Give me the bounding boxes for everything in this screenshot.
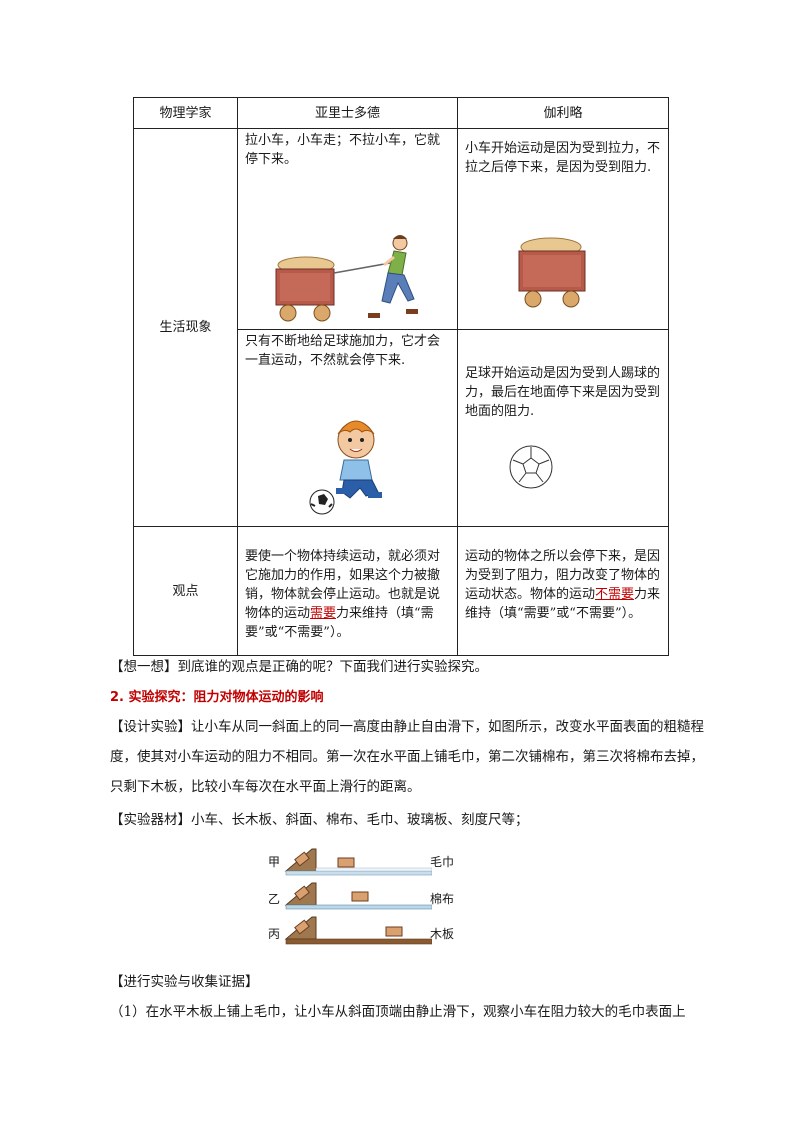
cart-illustration <box>518 237 586 308</box>
figure-label-jia: 甲 <box>268 855 281 869</box>
section-title: 2. 实验探究：阻力对物体运动的影响 <box>110 682 710 713</box>
aristotle-view-text: 要使一个物体持续运动，就必须对它施加力的作用，如果这个力被撤销，物体就会停止运动… <box>245 549 441 621</box>
cell-aristotle-view: 要使一个物体持续运动，就必须对它施加力的作用，如果这个力被撤销，物体就会停止运动… <box>237 526 458 656</box>
galileo-cart-text: 小车开始运动是因为受到拉力，不拉之后停下来，是因为受到阻力. <box>465 141 661 175</box>
table-header-row: 物理学家 亚里士多德 伽利略 <box>133 97 669 129</box>
table-row-view: 观点 要使一个物体持续运动，就必须对它施加力的作用，如果这个力被撤销，物体就会停… <box>133 526 669 656</box>
equipment-paragraph: 【实验器材】小车、长木板、斜面、棉布、毛巾、玻璃板、刻度尺等； <box>110 812 529 828</box>
procedure-title: 【进行实验与收集证据】 <box>110 974 259 990</box>
figure-label-towel: 毛巾 <box>430 855 455 869</box>
galileo-view-text: 运动的物体之所以会停下来，是因为受到了阻力，阻力改变了物体的运动状态。物体的运动 <box>465 549 661 602</box>
aristotle-cart-text: 拉小车，小车走；不拉小车，它就停下来。 <box>245 133 441 167</box>
row-label-phenomena: 生活现象 <box>133 128 238 527</box>
cell-aristotle-cart: 拉小车，小车走；不拉小车，它就停下来。 <box>237 128 458 330</box>
figure-label-cotton: 棉布 <box>430 892 455 906</box>
design-paragraph: 【设计实验】让小车从同一斜面上的同一高度由静止自由滑下，如图所示，改变水平面表面… <box>110 719 704 795</box>
cell-galileo-cart: 小车开始运动是因为受到拉力，不拉之后停下来，是因为受到阻力. <box>457 128 669 330</box>
header-physicist: 物理学家 <box>133 97 238 129</box>
comparison-table: 物理学家 亚里士多德 伽利略 生活现象 拉小车，小车走；不拉小车，它就停下来。 <box>133 97 669 656</box>
cell-aristotle-ball: 只有不断地给足球施加力，它才会一直运动，不然就会停下来. <box>237 329 458 527</box>
aristotle-ball-text: 只有不断地给足球施加力，它才会一直运动，不然就会停下来. <box>245 334 441 368</box>
boy-kicking-ball-illustration <box>309 420 382 515</box>
figure-label-wood: 木板 <box>430 927 455 941</box>
soccer-ball-illustration <box>509 445 553 489</box>
aristotle-answer: 需要 <box>310 606 337 621</box>
think-paragraph: 【想一想】到底谁的观点是正确的呢？下面我们进行实验探究。 <box>110 659 488 675</box>
galileo-answer: 不需要 <box>595 587 635 602</box>
header-galileo: 伽利略 <box>457 97 669 129</box>
header-aristotle: 亚里士多德 <box>237 97 458 129</box>
row-label-view: 观点 <box>133 526 238 656</box>
boy-pulling-cart-illustration <box>275 235 418 322</box>
galileo-view-suffix: 力来维持（填“需要”或“不需要”）。 <box>465 587 661 621</box>
aristotle-view-suffix: 力来维持（填“需要”或“不需要”）。 <box>245 606 434 640</box>
step1-paragraph: （1）在水平木板上铺上毛巾，让小车从斜面顶端由静止滑下，观察小车在阻力较大的毛巾… <box>110 1004 686 1020</box>
experiment-figure: 甲 乙 丙 毛巾 棉布 木板 <box>260 845 460 945</box>
table-row-ball: 只有不断地给足球施加力，它才会一直运动，不然就会停下来. <box>134 329 669 527</box>
figure-label-bing: 丙 <box>268 927 281 941</box>
galileo-ball-text: 足球开始运动是因为受到人踢球的力，最后在地面停下来是因为受到地面的阻力. <box>465 366 661 419</box>
figure-label-yi: 乙 <box>268 892 281 906</box>
cell-galileo-view: 运动的物体之所以会停下来，是因为受到了阻力，阻力改变了物体的运动状态。物体的运动… <box>457 526 669 656</box>
section-title-text: 2. 实验探究：阻力对物体运动的影响 <box>110 690 324 705</box>
ramp-cart-diagram <box>284 848 432 945</box>
cell-galileo-ball: 足球开始运动是因为受到人踢球的力，最后在地面停下来是因为受到地面的阻力. <box>457 329 669 527</box>
table-row-cart: 生活现象 拉小车，小车走；不拉小车，它就停下来。 <box>133 128 669 527</box>
